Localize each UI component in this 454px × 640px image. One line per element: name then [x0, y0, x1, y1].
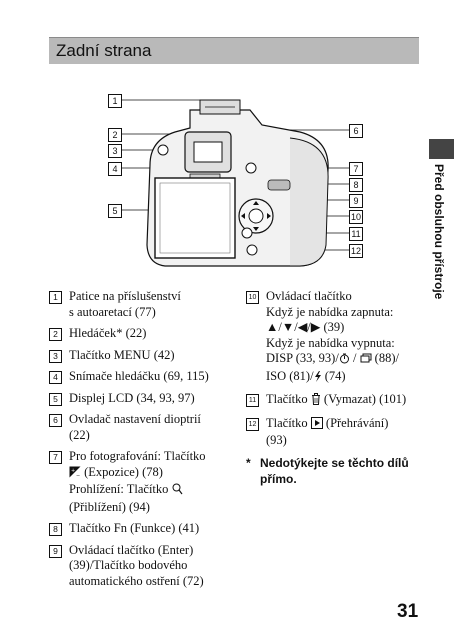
side-tab-label: Před obsluhou přístroje	[432, 164, 446, 300]
side-tab-marker	[429, 139, 454, 159]
item-text: ▲/▼/◀/▶ (39)	[266, 320, 345, 334]
list-item: 1 Patice na příslušenství s autoaretací …	[49, 289, 229, 320]
item-text: s autoaretací (77)	[69, 304, 156, 319]
self-timer-icon	[339, 353, 350, 369]
flash-icon	[314, 370, 322, 387]
callout-4: 4	[108, 162, 122, 176]
item-number: 6	[49, 414, 62, 427]
item-number: 12	[246, 417, 259, 431]
list-item: 2 Hledáček* (22)	[49, 326, 229, 342]
item-text-with-icon: Tlačítko (Přehrávání)	[266, 416, 426, 434]
svg-text:+: +	[71, 468, 75, 474]
item-text-with-icon: DISP (33, 93)/ / (88)/	[266, 351, 426, 369]
callout-10: 10	[349, 210, 363, 224]
list-item: 4 Snímače hledáčku (69, 115)	[49, 369, 229, 385]
item-text: Snímače hledáčku (69, 115)	[69, 369, 209, 383]
item-text: Když je nabídka zapnuta:	[266, 304, 394, 319]
parts-list-right: 10 Ovládací tlačítko Když je nabídka zap…	[246, 289, 426, 487]
item-text: (93)	[266, 433, 287, 447]
list-item: 10 Ovládací tlačítko Když je nabídka zap…	[246, 289, 426, 386]
callout-12: 12	[349, 244, 363, 258]
item-text-with-icon: +− (Expozice) (78)	[69, 465, 229, 483]
item-number: 5	[49, 392, 62, 406]
section-title: Zadní strana	[56, 41, 152, 60]
callout-8: 8	[349, 178, 363, 192]
item-text: /	[349, 351, 360, 365]
callout-11: 11	[349, 227, 363, 241]
callout-5: 5	[108, 204, 122, 218]
parts-list-left: 1 Patice na příslušenství s autoaretací …	[49, 289, 229, 595]
list-item: 5 Displej LCD (34, 93, 97)	[49, 391, 229, 407]
callout-7: 7	[349, 162, 363, 176]
continuous-shooting-icon	[360, 353, 372, 369]
list-item: 12 Tlačítko (Přehrávání) (93)	[246, 416, 426, 449]
item-number: 1	[49, 291, 62, 304]
item-text: Ovladač nastavení dioptrií	[69, 412, 201, 426]
item-text: Tlačítko	[266, 415, 311, 430]
item-text: Když je nabídka vypnuta:	[266, 335, 395, 350]
item-text: Prohlížení: Tlačítko	[69, 482, 169, 496]
list-item: 9 Ovládací tlačítko (Enter) (39)/Tlačítk…	[49, 543, 229, 590]
item-number: 9	[49, 544, 62, 558]
exposure-compensation-icon: +−	[69, 466, 81, 483]
item-text: ISO (81)/	[266, 368, 314, 383]
item-text: Tlačítko Fn (Funkce) (41)	[69, 521, 200, 535]
item-number: 11	[246, 394, 259, 407]
list-item: 7 Pro fotografování: Tlačítko +− (Expozi…	[49, 449, 229, 515]
page-number: 31	[397, 601, 419, 622]
item-number: 3	[49, 349, 62, 363]
list-item: 3 Tlačítko MENU (42)	[49, 348, 229, 364]
camera-illustration	[121, 99, 349, 267]
item-text: (Přiblížení) (94)	[69, 499, 150, 514]
item-text: Displej LCD (34, 93, 97)	[69, 390, 195, 405]
callout-1: 1	[108, 94, 122, 108]
note-text: Nedotýkejte se těchto dílů	[260, 455, 409, 470]
item-text: (74)	[321, 368, 346, 383]
item-text: Ovládací tlačítko	[266, 289, 352, 303]
item-text: (88)/	[371, 351, 399, 365]
playback-icon	[310, 416, 323, 434]
callout-2: 2	[108, 128, 122, 142]
item-text: (Vymazat) (101)	[320, 392, 407, 406]
svg-text:−: −	[76, 473, 80, 478]
item-text-with-icon: Tlačítko (Vymazat) (101)	[266, 392, 426, 410]
callout-9: 9	[349, 194, 363, 208]
item-text: (39)/Tlačítko bodového	[69, 558, 188, 572]
item-text: (Expozice) (78)	[81, 464, 163, 479]
item-number: 4	[49, 371, 62, 384]
list-item: 8 Tlačítko Fn (Funkce) (41)	[49, 521, 229, 537]
item-text: DISP (33, 93)/	[266, 351, 339, 365]
item-text-with-icon: Prohlížení: Tlačítko	[69, 482, 229, 500]
trash-icon	[311, 393, 321, 410]
item-text: Tlačítko	[266, 392, 311, 406]
item-text-with-icon: ISO (81)/ (74)	[266, 369, 426, 387]
item-text: Hledáček* (22)	[69, 326, 147, 340]
callout-3: 3	[108, 144, 122, 158]
list-item: 6 Ovladač nastavení dioptrií (22)	[49, 412, 229, 443]
item-text: Tlačítko MENU (42)	[69, 347, 175, 362]
item-text: Patice na příslušenství	[69, 289, 181, 303]
note-asterisk: *	[246, 455, 251, 470]
item-number: 7	[49, 451, 62, 464]
item-text: (Přehrávání)	[322, 415, 389, 430]
section-header: Zadní strana	[49, 37, 419, 64]
zoom-magnifier-icon	[172, 483, 183, 500]
item-number: 10	[246, 291, 259, 304]
item-text: Pro fotografování: Tlačítko	[69, 449, 206, 463]
callout-6: 6	[349, 124, 363, 138]
item-number: 8	[49, 523, 62, 536]
item-text: automatického ostření (72)	[69, 573, 204, 588]
item-number: 2	[49, 328, 62, 341]
item-text: Ovládací tlačítko (Enter)	[69, 542, 194, 557]
item-text: (22)	[69, 427, 90, 442]
note: * Nedotýkejte se těchto dílů přímo.	[246, 455, 426, 487]
note-text: přímo.	[260, 471, 297, 486]
camera-back-diagram: 1 2 3 4 5 6 7 8 9 10 11 12	[0, 70, 454, 280]
list-item: 11 Tlačítko (Vymazat) (101)	[246, 392, 426, 410]
